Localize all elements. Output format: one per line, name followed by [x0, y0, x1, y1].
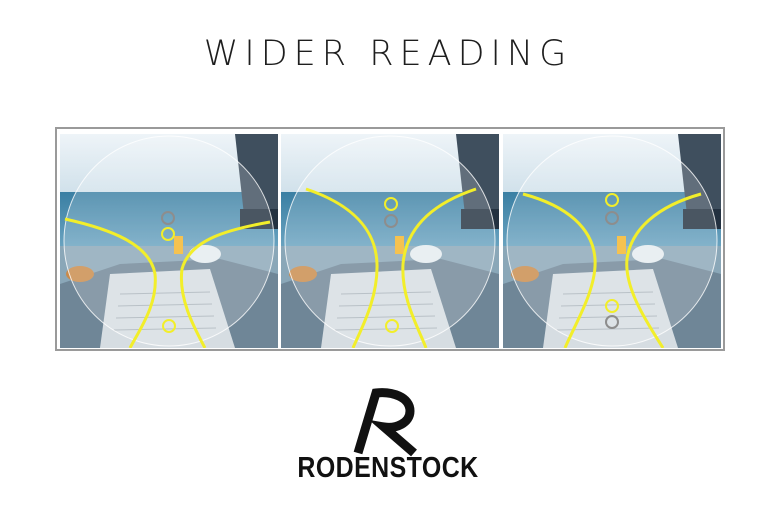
rodenstock-r-logo-icon [352, 387, 424, 459]
lens-panel-wide [503, 134, 721, 348]
lens-panel-medium [281, 134, 499, 348]
page-title: WIDER READING [203, 34, 573, 74]
brand-name: RODENSTOCK [297, 452, 479, 484]
lens-comparison-frame [55, 127, 725, 351]
lens-panel-narrow [60, 134, 278, 348]
